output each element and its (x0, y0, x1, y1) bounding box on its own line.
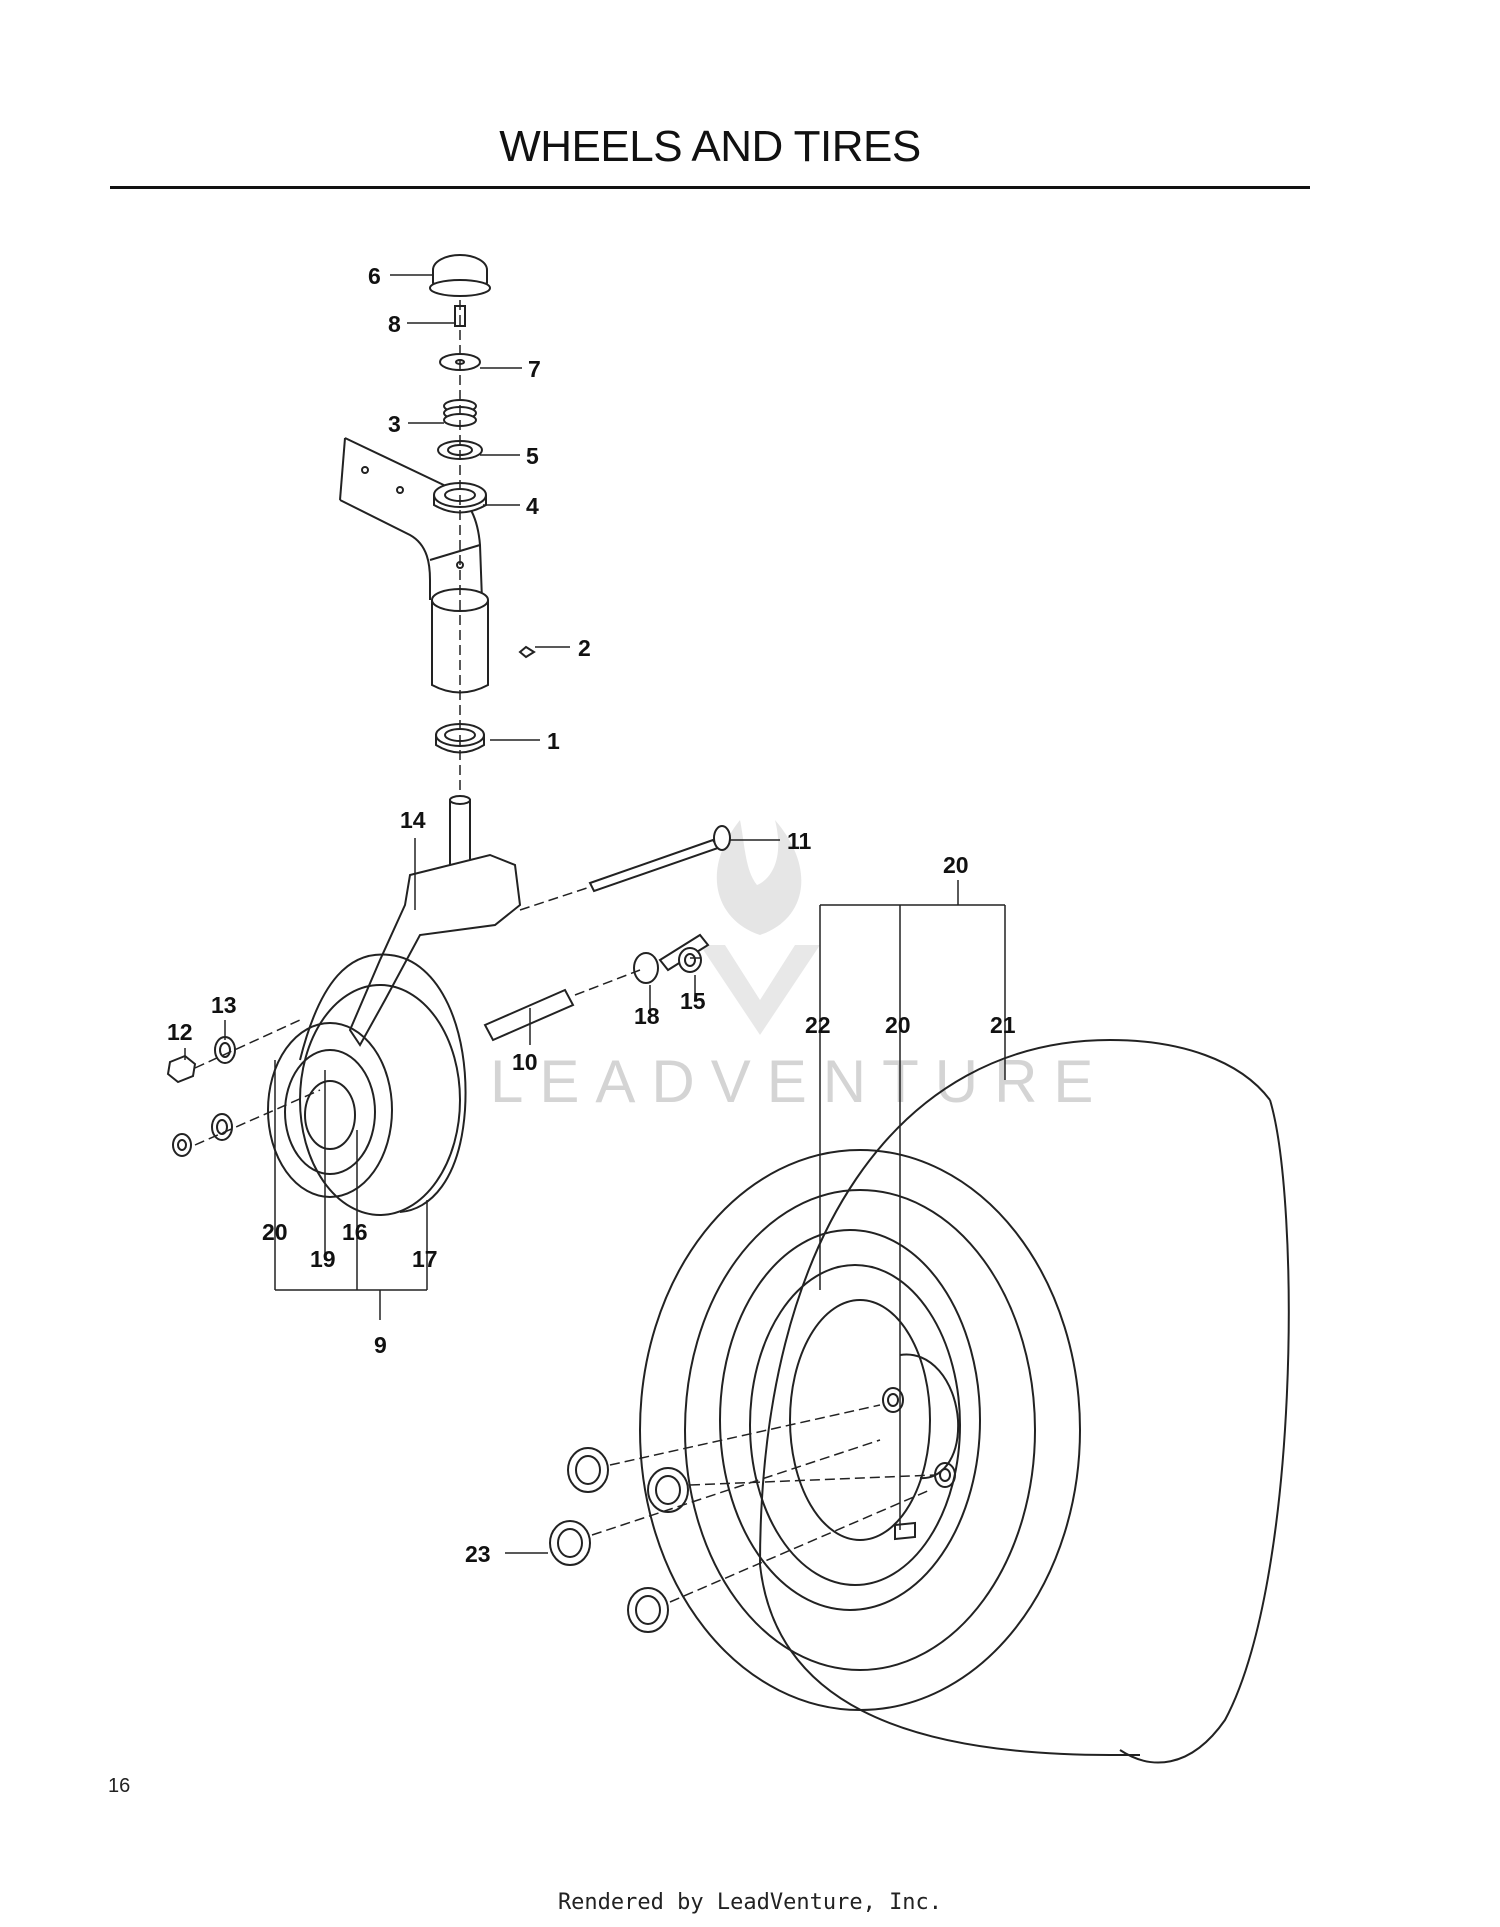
callout-17: 17 (412, 1246, 438, 1272)
callout-12: 12 (167, 1019, 193, 1045)
caster-yoke (348, 795, 522, 1047)
callout-7: 7 (528, 356, 541, 382)
callout-20-rear: 20 (885, 1012, 911, 1038)
callout-19: 19 (310, 1246, 336, 1272)
callout-18: 18 (634, 1003, 660, 1029)
title-divider (110, 186, 1310, 189)
callout-4: 4 (526, 493, 539, 519)
caster-dashed-lines (194, 886, 700, 1146)
callout-9: 9 (374, 1332, 387, 1358)
callout-22: 21 (990, 1012, 1016, 1038)
callout-2: 2 (578, 635, 591, 661)
leader-lines (184, 274, 1006, 1554)
callout-16: 16 (342, 1219, 368, 1245)
rear-dashed-lines (591, 1404, 936, 1603)
callout-24: 23 (465, 1541, 491, 1567)
callout-1: 1 (547, 728, 560, 754)
caster-hardware (166, 825, 731, 1157)
callout-labels: 6 8 7 3 5 4 2 1 14 11 20 13 12 18 15 22 … (167, 263, 1016, 1567)
callout-14: 14 (400, 807, 426, 833)
page-number: 16 (108, 1775, 131, 1797)
callout-5: 5 (526, 443, 539, 469)
caster-wheel (267, 953, 467, 1216)
stack-parts (429, 254, 536, 754)
footer-credit: Rendered by LeadVenture, Inc. (557, 1890, 943, 1915)
callout-23: 22 (805, 1012, 831, 1038)
rear-wheel (639, 1038, 1290, 1764)
leadventure-watermark: LEADVENTURE (490, 820, 1109, 1115)
callout-15: 15 (680, 988, 706, 1014)
rear-lug-nuts (549, 1447, 689, 1633)
callout-10: 10 (512, 1049, 538, 1075)
callout-21: 20 (943, 852, 969, 878)
callout-20-caster: 20 (262, 1219, 288, 1245)
callout-3: 3 (388, 411, 401, 437)
callout-13: 13 (211, 992, 237, 1018)
callout-11: 11 (787, 828, 812, 854)
callout-8: 8 (388, 311, 401, 337)
callout-6: 6 (368, 263, 381, 289)
watermark-text: LEADVENTURE (490, 1048, 1109, 1115)
page-title: WHEELS AND TIRES (499, 122, 921, 171)
